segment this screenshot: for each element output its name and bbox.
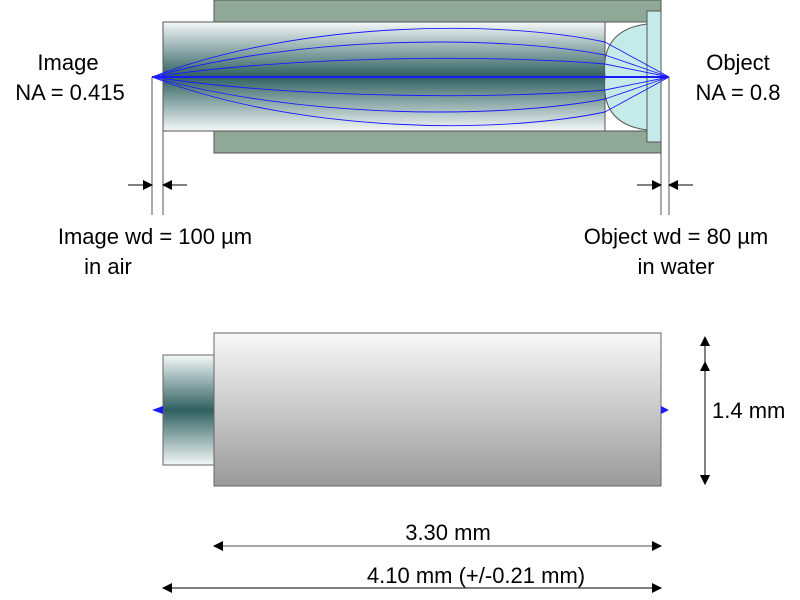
housing-bottom: [213, 130, 662, 154]
image-medium-label: in air: [84, 254, 132, 279]
object-focus-marker: [661, 406, 669, 414]
cross-section-view: Image NA = 0.415 Object NA = 0.8 Image w…: [15, 0, 781, 279]
working-distance-guides: [151, 77, 670, 215]
object-medium-label: in water: [637, 254, 714, 279]
metal-housing: [213, 332, 662, 487]
housing-top: [213, 0, 662, 23]
object-na: NA = 0.8: [695, 80, 780, 105]
image-wd-label: Image wd = 100 µm: [58, 224, 252, 249]
image-na: NA = 0.415: [15, 80, 124, 105]
object-title: Object: [706, 50, 770, 75]
object-wd-label: Object wd = 80 µm: [584, 224, 768, 249]
external-view: 1.4 mm 3.30 mm 4.10 mm (+/-0.21 mm): [152, 332, 785, 593]
light-rays: [151, 27, 670, 127]
grin-rod-exposed: [162, 354, 215, 466]
image-title: Image: [37, 50, 98, 75]
total-length-label: 4.10 mm (+/-0.21 mm): [367, 563, 585, 588]
image-focus-marker: [152, 406, 163, 414]
housing-length-label: 3.30 mm: [405, 520, 491, 545]
diameter-label: 1.4 mm: [712, 398, 785, 423]
